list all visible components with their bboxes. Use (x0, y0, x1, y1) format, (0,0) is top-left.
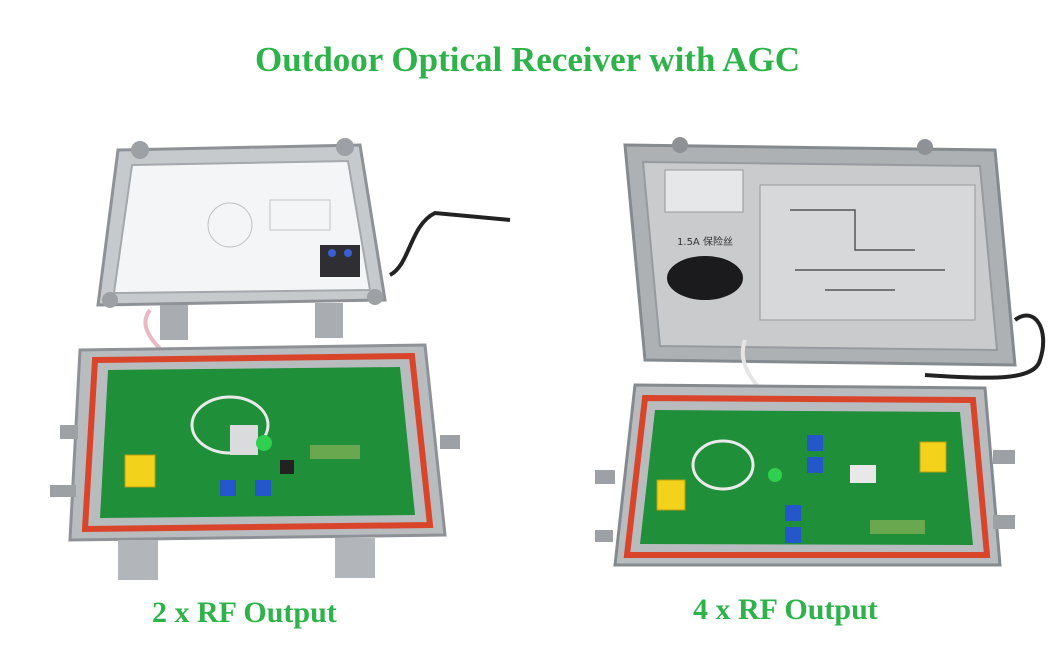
led (768, 468, 782, 482)
potentiometer (807, 457, 823, 473)
open-lid (96, 138, 387, 308)
rf-connector (919, 441, 947, 473)
power-cable (924, 313, 1046, 380)
optical-module (230, 425, 258, 455)
fuse-window (667, 256, 743, 300)
potentiometer (220, 480, 236, 496)
circuit-diagram-plate (759, 184, 976, 321)
potentiometer (255, 480, 271, 496)
open-lid: 1.5A 保险丝 (623, 137, 1017, 367)
potentiometer (785, 505, 801, 521)
splitter (850, 465, 876, 483)
hinge (160, 305, 188, 340)
led (256, 435, 272, 451)
page-title: Outdoor Optical Receiver with AGC (254, 40, 801, 79)
fiber-loop (691, 439, 755, 491)
receiver-photo-2-output (50, 138, 511, 580)
caption-4-rf-output: 4 x RF Output (693, 593, 878, 626)
potentiometer (807, 435, 823, 451)
receiver-photo-4-output: 1.5A 保险丝 (595, 137, 1046, 567)
power-cable (388, 210, 511, 277)
fuse-label: 1.5A 保险丝 (677, 235, 733, 248)
caption-2-rf-output: 2 x RF Output (152, 596, 337, 629)
hinge (315, 303, 343, 338)
chip (280, 460, 294, 474)
housing-base (595, 383, 1015, 567)
optical-connector (656, 479, 686, 511)
resistor-array (870, 520, 925, 534)
housing-base (50, 343, 460, 580)
potentiometer (785, 527, 801, 543)
optical-connector (124, 454, 156, 488)
product-certificate-label (664, 169, 744, 213)
resistor-array (310, 445, 360, 459)
